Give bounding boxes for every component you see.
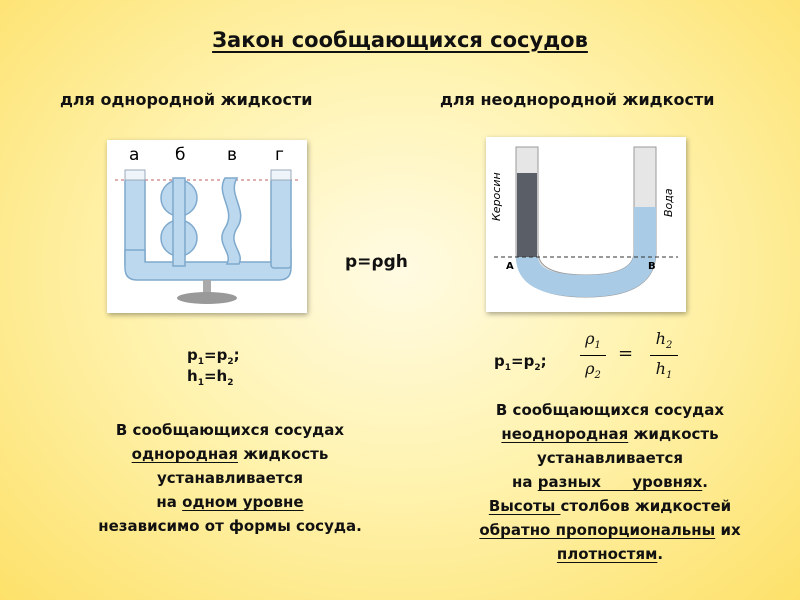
point-b-label: B (648, 261, 656, 272)
vessel-letter-a: а (129, 145, 139, 165)
kerosene-label: Керосин (490, 172, 503, 221)
homogeneous-vessels-panel: а б в г (107, 140, 307, 313)
left-heading: для однородной жидкости (60, 90, 313, 109)
stand-base (177, 292, 237, 304)
water-label: Вода (662, 188, 675, 217)
kerosene-column (517, 173, 537, 257)
vessel-base-channel (124, 249, 292, 281)
vessel-v-wavy (221, 177, 242, 265)
page-title: Закон сообщающихся сосудов (212, 28, 588, 52)
left-conclusion: В сообщающихся сосудах однородная жидкос… (98, 421, 362, 535)
heterogeneous-vessel-panel: Керосин Вода A B (486, 137, 686, 312)
density-height-ratio: ρ1 ρ2 = h2 h1 (578, 329, 682, 385)
vessel-g-top (270, 169, 292, 181)
u-tube-illustration: Керосин Вода A B (490, 146, 678, 298)
vessel-a-top (124, 169, 146, 181)
right-pressure-equation: p1=p2; (494, 352, 547, 373)
left-height-equation: h1=h2 (187, 367, 234, 388)
vessel-letter-b: б (175, 145, 185, 165)
water-fill (516, 207, 656, 297)
vessel-b-neck (172, 177, 186, 267)
point-a-label: A (506, 261, 514, 272)
vessel-letter-g: г (275, 145, 284, 165)
communicating-vessels-illustration: а б в г (115, 145, 299, 304)
pressure-formula: p=ρgh (345, 252, 408, 272)
right-heading: для неоднородной жидкости (440, 90, 715, 109)
left-pressure-equation: p1=p2; (187, 346, 240, 367)
right-conclusion: В сообщающихся сосудах неоднородная жидк… (479, 401, 741, 563)
stand-post (203, 280, 211, 294)
vessel-letter-v: в (227, 145, 237, 165)
vessel-g (270, 177, 292, 269)
